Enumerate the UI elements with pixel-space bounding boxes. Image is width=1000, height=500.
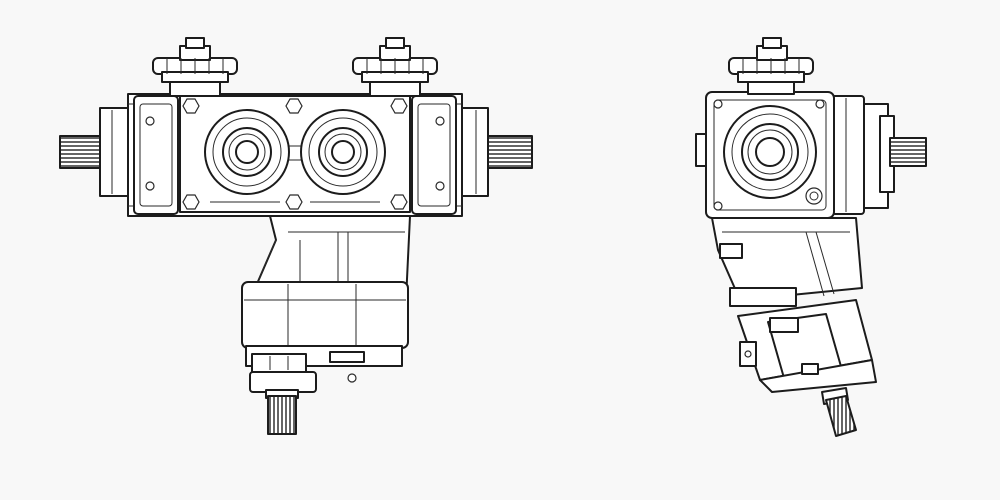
hex-bolt — [182, 98, 200, 114]
left-splined-shaft — [59, 107, 131, 197]
side-motor-adapter — [711, 217, 863, 307]
left-end-flange — [133, 95, 179, 215]
bottom-splined-shaft — [249, 371, 317, 435]
side-splined-shaft — [861, 103, 927, 209]
right-splined-shaft — [459, 107, 533, 197]
top-adjust-knob-right — [352, 37, 438, 97]
twin-bearing-bores — [204, 109, 386, 195]
front-view — [59, 37, 533, 435]
side-bearing-bore — [723, 105, 817, 199]
hex-bolt — [182, 194, 200, 210]
side-bottom-splined-shaft — [821, 387, 857, 437]
hex-bolt — [285, 194, 303, 210]
side-hydraulic-motor — [737, 299, 877, 393]
cover-hex-bolts — [182, 98, 408, 210]
side-adjust-knob — [728, 37, 814, 95]
right-end-flange — [411, 95, 457, 215]
side-view — [695, 37, 927, 437]
top-adjust-knob-left — [152, 37, 238, 97]
hex-bolt — [285, 98, 303, 114]
hex-bolt — [390, 194, 408, 210]
hex-bolt — [390, 98, 408, 114]
hydraulic-motor-body — [241, 281, 409, 383]
